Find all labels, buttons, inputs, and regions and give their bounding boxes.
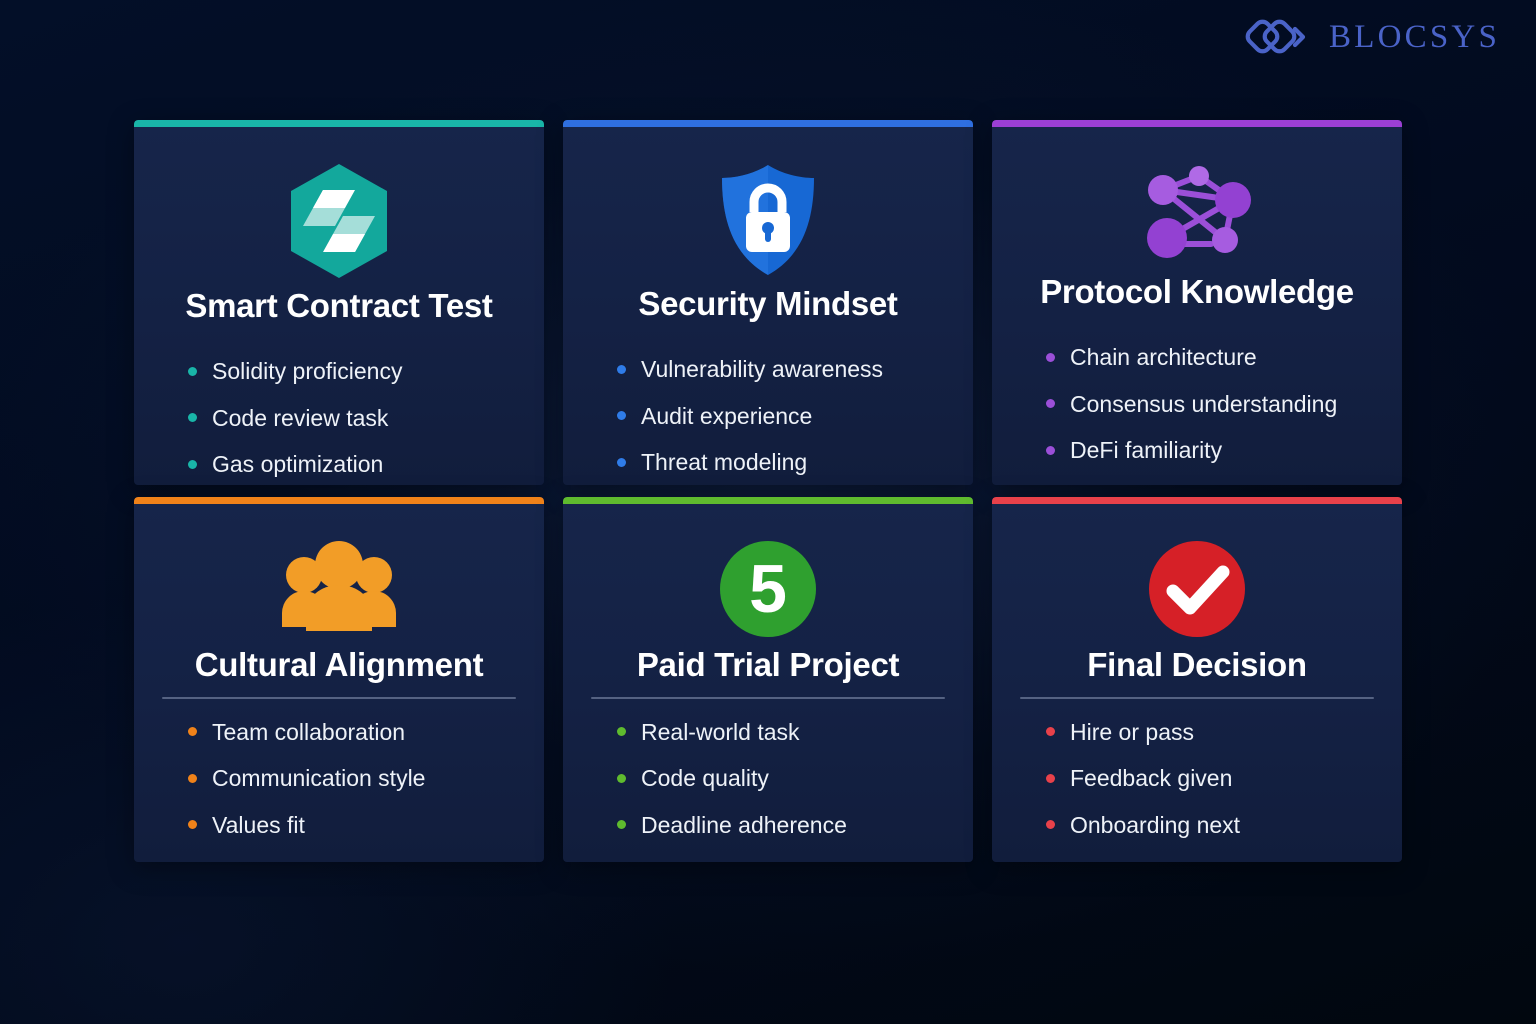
list-item-label: Consensus understanding [1070,390,1338,417]
card-protocol-knowledge[interactable]: Protocol Knowledge Chain architecture Co… [992,120,1402,485]
list-item: Code review task [188,405,516,431]
check-circle-icon [1147,539,1247,639]
list-item-label: Team collaboration [212,718,406,745]
bullet-list: Vulnerability awareness Audit experience… [591,356,945,475]
people-group-icon [278,539,400,639]
accent-bar [134,120,544,127]
list-item: Real-world task [617,719,945,745]
brand-name: BLOCSYS [1329,18,1500,55]
accent-bar [563,497,973,504]
bullet-dot [1046,820,1055,830]
card-title: Smart Contract Test [185,287,493,324]
bullet-dot [188,413,197,423]
bullet-dot [617,365,626,375]
list-item: Hire or pass [1046,719,1374,745]
bullet-dot [1046,353,1055,363]
bullet-dot [188,773,197,783]
list-item-label: Hire or pass [1070,718,1194,745]
list-item: Audit experience [617,403,945,429]
list-item: Gas optimization [188,451,516,477]
list-item-label: Code quality [641,765,769,792]
bullet-dot [188,727,197,737]
list-item: Deadline adherence [617,812,945,838]
accent-bar [563,120,973,127]
list-item-label: Threat modeling [641,449,808,476]
blocsys-interlocking-diamonds-logo-icon [1243,14,1315,60]
list-item-label: Deadline adherence [641,811,847,838]
list-item-label: Chain architecture [1070,344,1257,371]
list-item-label: Real-world task [641,718,800,745]
card-paid-trial-project[interactable]: 5 Paid Trial Project Real-world task Cod… [563,497,973,862]
bullet-dot [1046,445,1055,455]
card-title: Protocol Knowledge [1040,273,1354,310]
bullet-list: Chain architecture Consensus understandi… [1020,344,1374,463]
list-item-label: Communication style [212,765,426,792]
solidity-hexagon-icon [287,162,391,280]
bullet-dot [617,411,626,421]
card-security-mindset[interactable]: Security Mindset Vulnerability awareness… [563,120,973,485]
bullet-dot [617,820,626,830]
title-divider [591,697,945,699]
accent-bar [992,120,1402,127]
bullet-dot [188,367,197,377]
accent-bar [134,497,544,504]
bullet-dot [617,773,626,783]
badge-number: 5 [749,551,787,627]
list-item-label: Solidity proficiency [212,358,403,385]
title-divider [162,697,516,699]
list-item: Threat modeling [617,449,945,475]
bullet-list: Team collaboration Communication style V… [162,719,516,838]
list-item: Consensus understanding [1046,391,1374,417]
card-cultural-alignment[interactable]: Cultural Alignment Team collaboration Co… [134,497,544,862]
list-item: Communication style [188,765,516,791]
hiring-stage-card-grid: Smart Contract Test Solidity proficiency… [134,120,1402,862]
list-item: Feedback given [1046,765,1374,791]
card-title: Security Mindset [638,285,898,322]
list-item: Values fit [188,812,516,838]
card-title: Final Decision [1087,646,1307,683]
bullet-list: Solidity proficiency Code review task Ga… [162,358,516,477]
bullet-list: Hire or pass Feedback given Onboarding n… [1020,719,1374,838]
list-item-label: DeFi familiarity [1070,437,1223,464]
list-item-label: Values fit [212,811,305,838]
list-item: Team collaboration [188,719,516,745]
bullet-dot [1046,773,1055,783]
list-item-label: Vulnerability awareness [641,356,884,383]
card-final-decision[interactable]: Final Decision Hire or pass Feedback giv… [992,497,1402,862]
list-item: Solidity proficiency [188,358,516,384]
list-item-label: Audit experience [641,402,813,429]
list-item: DeFi familiarity [1046,437,1374,463]
bullet-dot [188,459,197,469]
bullet-list: Real-world task Code quality Deadline ad… [591,719,945,838]
list-item-label: Code review task [212,404,389,431]
accent-bar [992,497,1402,504]
list-item-label: Onboarding next [1070,811,1241,838]
card-smart-contract-test[interactable]: Smart Contract Test Solidity proficiency… [134,120,544,485]
list-item-label: Feedback given [1070,765,1233,792]
bullet-dot [1046,727,1055,737]
number-five-badge-icon: 5 [718,539,818,639]
card-title: Cultural Alignment [194,646,484,683]
bullet-dot [617,727,626,737]
bullet-dot [1046,399,1055,409]
shield-lock-icon [716,162,820,278]
list-item-label: Gas optimization [212,451,384,478]
bullet-dot [617,457,626,467]
list-item: Chain architecture [1046,344,1374,370]
brand-logo[interactable]: BLOCSYS [1243,14,1500,60]
title-divider [1020,697,1374,699]
card-title: Paid Trial Project [636,646,900,683]
network-nodes-icon [1141,162,1253,266]
list-item: Code quality [617,765,945,791]
list-item: Onboarding next [1046,812,1374,838]
list-item: Vulnerability awareness [617,356,945,382]
bullet-dot [188,820,197,830]
